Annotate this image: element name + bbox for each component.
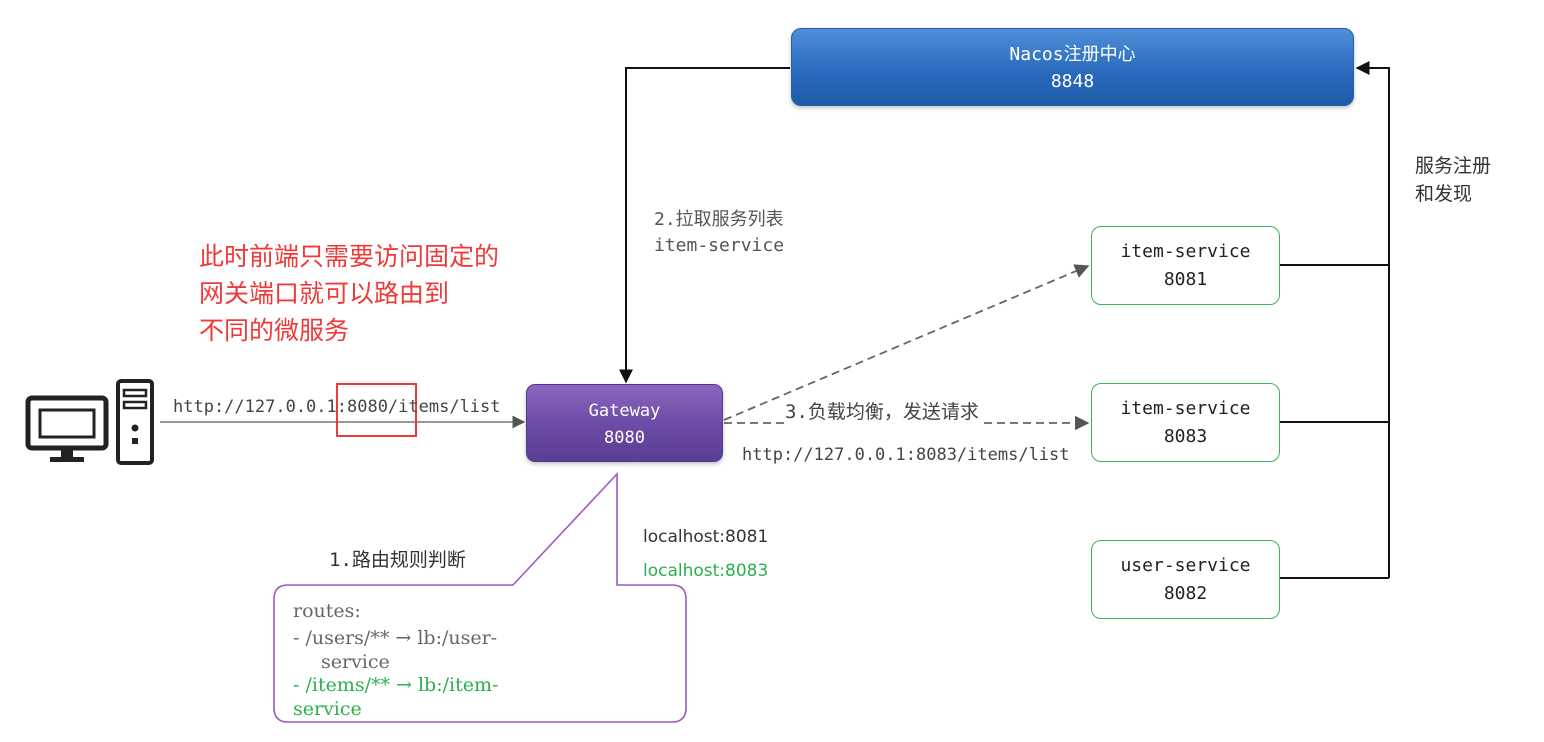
pull-list-arrow [619,67,790,384]
service-port: 8083 [1163,426,1208,447]
item-service-8083-node: item-service 8083 [1091,383,1280,462]
target-url-label: http://127.0.0.1:8083/items/list [742,445,1070,465]
route-user-line1: - /users/** → lb:/user- [293,627,498,649]
nacos-registry-node: Nacos注册中心 8848 [791,28,1354,106]
port-highlight-box [336,383,417,437]
routes-config: routes: - /users/** → lb:/user- service … [293,598,673,720]
pull-service-label: item-service [654,235,785,256]
frontend-note: 此时前端只需要访问固定的 网关端口就可以路由到 不同的微服务 [199,238,499,349]
note-line1: 此时前端只需要访问固定的 [199,242,500,271]
gateway-port: 8080 [604,428,645,448]
lb-step-label: 3.负载均衡，发送请求 [785,397,979,424]
lb-arrow-8081 [723,264,1090,421]
user-service-8082-node: user-service 8082 [1091,540,1280,619]
nacos-port: 8848 [1050,71,1095,92]
gateway-title: Gateway [588,401,661,421]
register-note-line2: 和发现 [1415,183,1473,205]
service-port: 8082 [1163,583,1208,604]
register-note-line1: 服务注册 [1415,155,1492,177]
route-callout-bubble [273,471,687,723]
pull-step-label: 2.拉取服务列表 [654,209,784,230]
service-name: user-service [1120,555,1251,576]
route-step-label: 1.路由规则判断 [329,549,466,571]
note-line2: 网关端口就可以路由到 [199,279,450,308]
localhost-8083-label: localhost:8083 [643,561,769,581]
route-item-line1: - /items/** → lb:/item- [293,674,499,696]
service-port: 8081 [1163,269,1208,290]
service-name: item-service [1120,398,1251,419]
note-line3: 不同的微服务 [199,316,350,345]
service-name: item-service [1120,241,1251,262]
register-discover-note: 服务注册 和发现 [1415,152,1491,208]
route-item-line2: service [293,698,362,720]
register-bus-line [1355,61,1390,578]
computer-icon [25,379,154,465]
localhost-8081-label: localhost:8081 [643,527,769,547]
item-service-8081-node: item-service 8081 [1091,226,1280,305]
route-user-line2: service [321,651,390,673]
client-url-label: http://127.0.0.1:8080/items/list [173,397,501,417]
routes-header: routes: [293,600,361,622]
nacos-title: Nacos注册中心 [1009,44,1136,65]
gateway-node: Gateway 8080 [526,384,723,462]
